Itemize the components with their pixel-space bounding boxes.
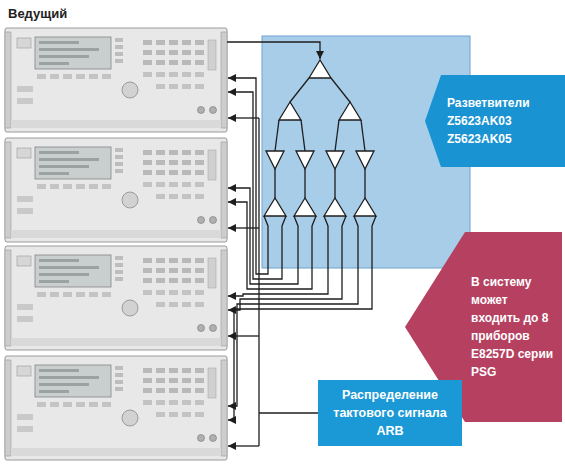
- signal-generator: [5, 356, 227, 460]
- rf-wiring: [228, 78, 268, 274]
- rf-wiring: [228, 216, 346, 310]
- splitter-tree: [309, 60, 331, 78]
- splitter-tree: [301, 120, 305, 151]
- text-wrap: Распределение тактового сигнала ARB: [324, 386, 456, 440]
- rf-wiring: [228, 216, 358, 406]
- splitter-tree: [264, 60, 376, 216]
- splitter-tree: [264, 198, 286, 216]
- splitter-tree: [266, 151, 284, 169]
- rf-wiring: [227, 42, 376, 420]
- splitter-tree: [294, 198, 316, 216]
- splitter-tree: [339, 102, 361, 120]
- splitter-tree: [326, 151, 344, 169]
- signal-generator: [5, 138, 227, 242]
- splitter-tree: [290, 78, 309, 102]
- instrument-label: Ведущий: [8, 6, 67, 22]
- arb-clock-wiring: [258, 118, 259, 446]
- text-wrap: Разветвители Z5623AK03 Z5623AK05: [447, 94, 559, 148]
- splitter-tree: [279, 102, 301, 120]
- signal-generator: [5, 246, 227, 350]
- arb-clock-wiring: [259, 412, 318, 413]
- splitter-tree: [361, 120, 365, 151]
- callout-arrow: Разветвители Z5623AK03 Z5623AK05: [425, 75, 565, 167]
- text-wrap: В систему может входить до 8 приборов E8…: [471, 273, 556, 381]
- arb-clock-wiring: [228, 445, 259, 446]
- splitter-tree: [324, 198, 346, 216]
- splitter-tree: [356, 151, 374, 169]
- splitter-tree: [364, 169, 365, 198]
- callout-arrow-fill: [425, 75, 565, 167]
- clock-box-fill: [318, 380, 462, 446]
- arb-clock-wiring: [228, 335, 259, 336]
- splitter-tree: [304, 169, 305, 198]
- splitter-tree: [331, 78, 350, 102]
- splitter-tree: [275, 120, 279, 151]
- splitter-tree: [335, 120, 339, 151]
- arb-clock-wiring: [228, 118, 318, 446]
- arb-clock-wiring: [228, 117, 259, 118]
- splitter-tree: [296, 151, 314, 169]
- rf-wiring: [228, 216, 328, 296]
- rf-wiring: [228, 202, 316, 289]
- arb-clock-wiring: [228, 227, 259, 228]
- callout-text: Разветвители Z5623AK03 Z5623AK05: [447, 94, 559, 148]
- splitter-tree: [274, 169, 275, 198]
- rf-wiring: [228, 92, 286, 279]
- rf-wiring: [227, 42, 320, 59]
- clock-box: Распределение тактового сигнала ARB: [318, 380, 462, 446]
- callout-text: Распределение тактового сигнала ARB: [324, 386, 456, 440]
- callout-text: В систему может входить до 8 приборов E8…: [471, 273, 556, 381]
- splitter-tree: [334, 169, 335, 198]
- master-generator: [5, 28, 227, 132]
- splitter-tree: [354, 198, 376, 216]
